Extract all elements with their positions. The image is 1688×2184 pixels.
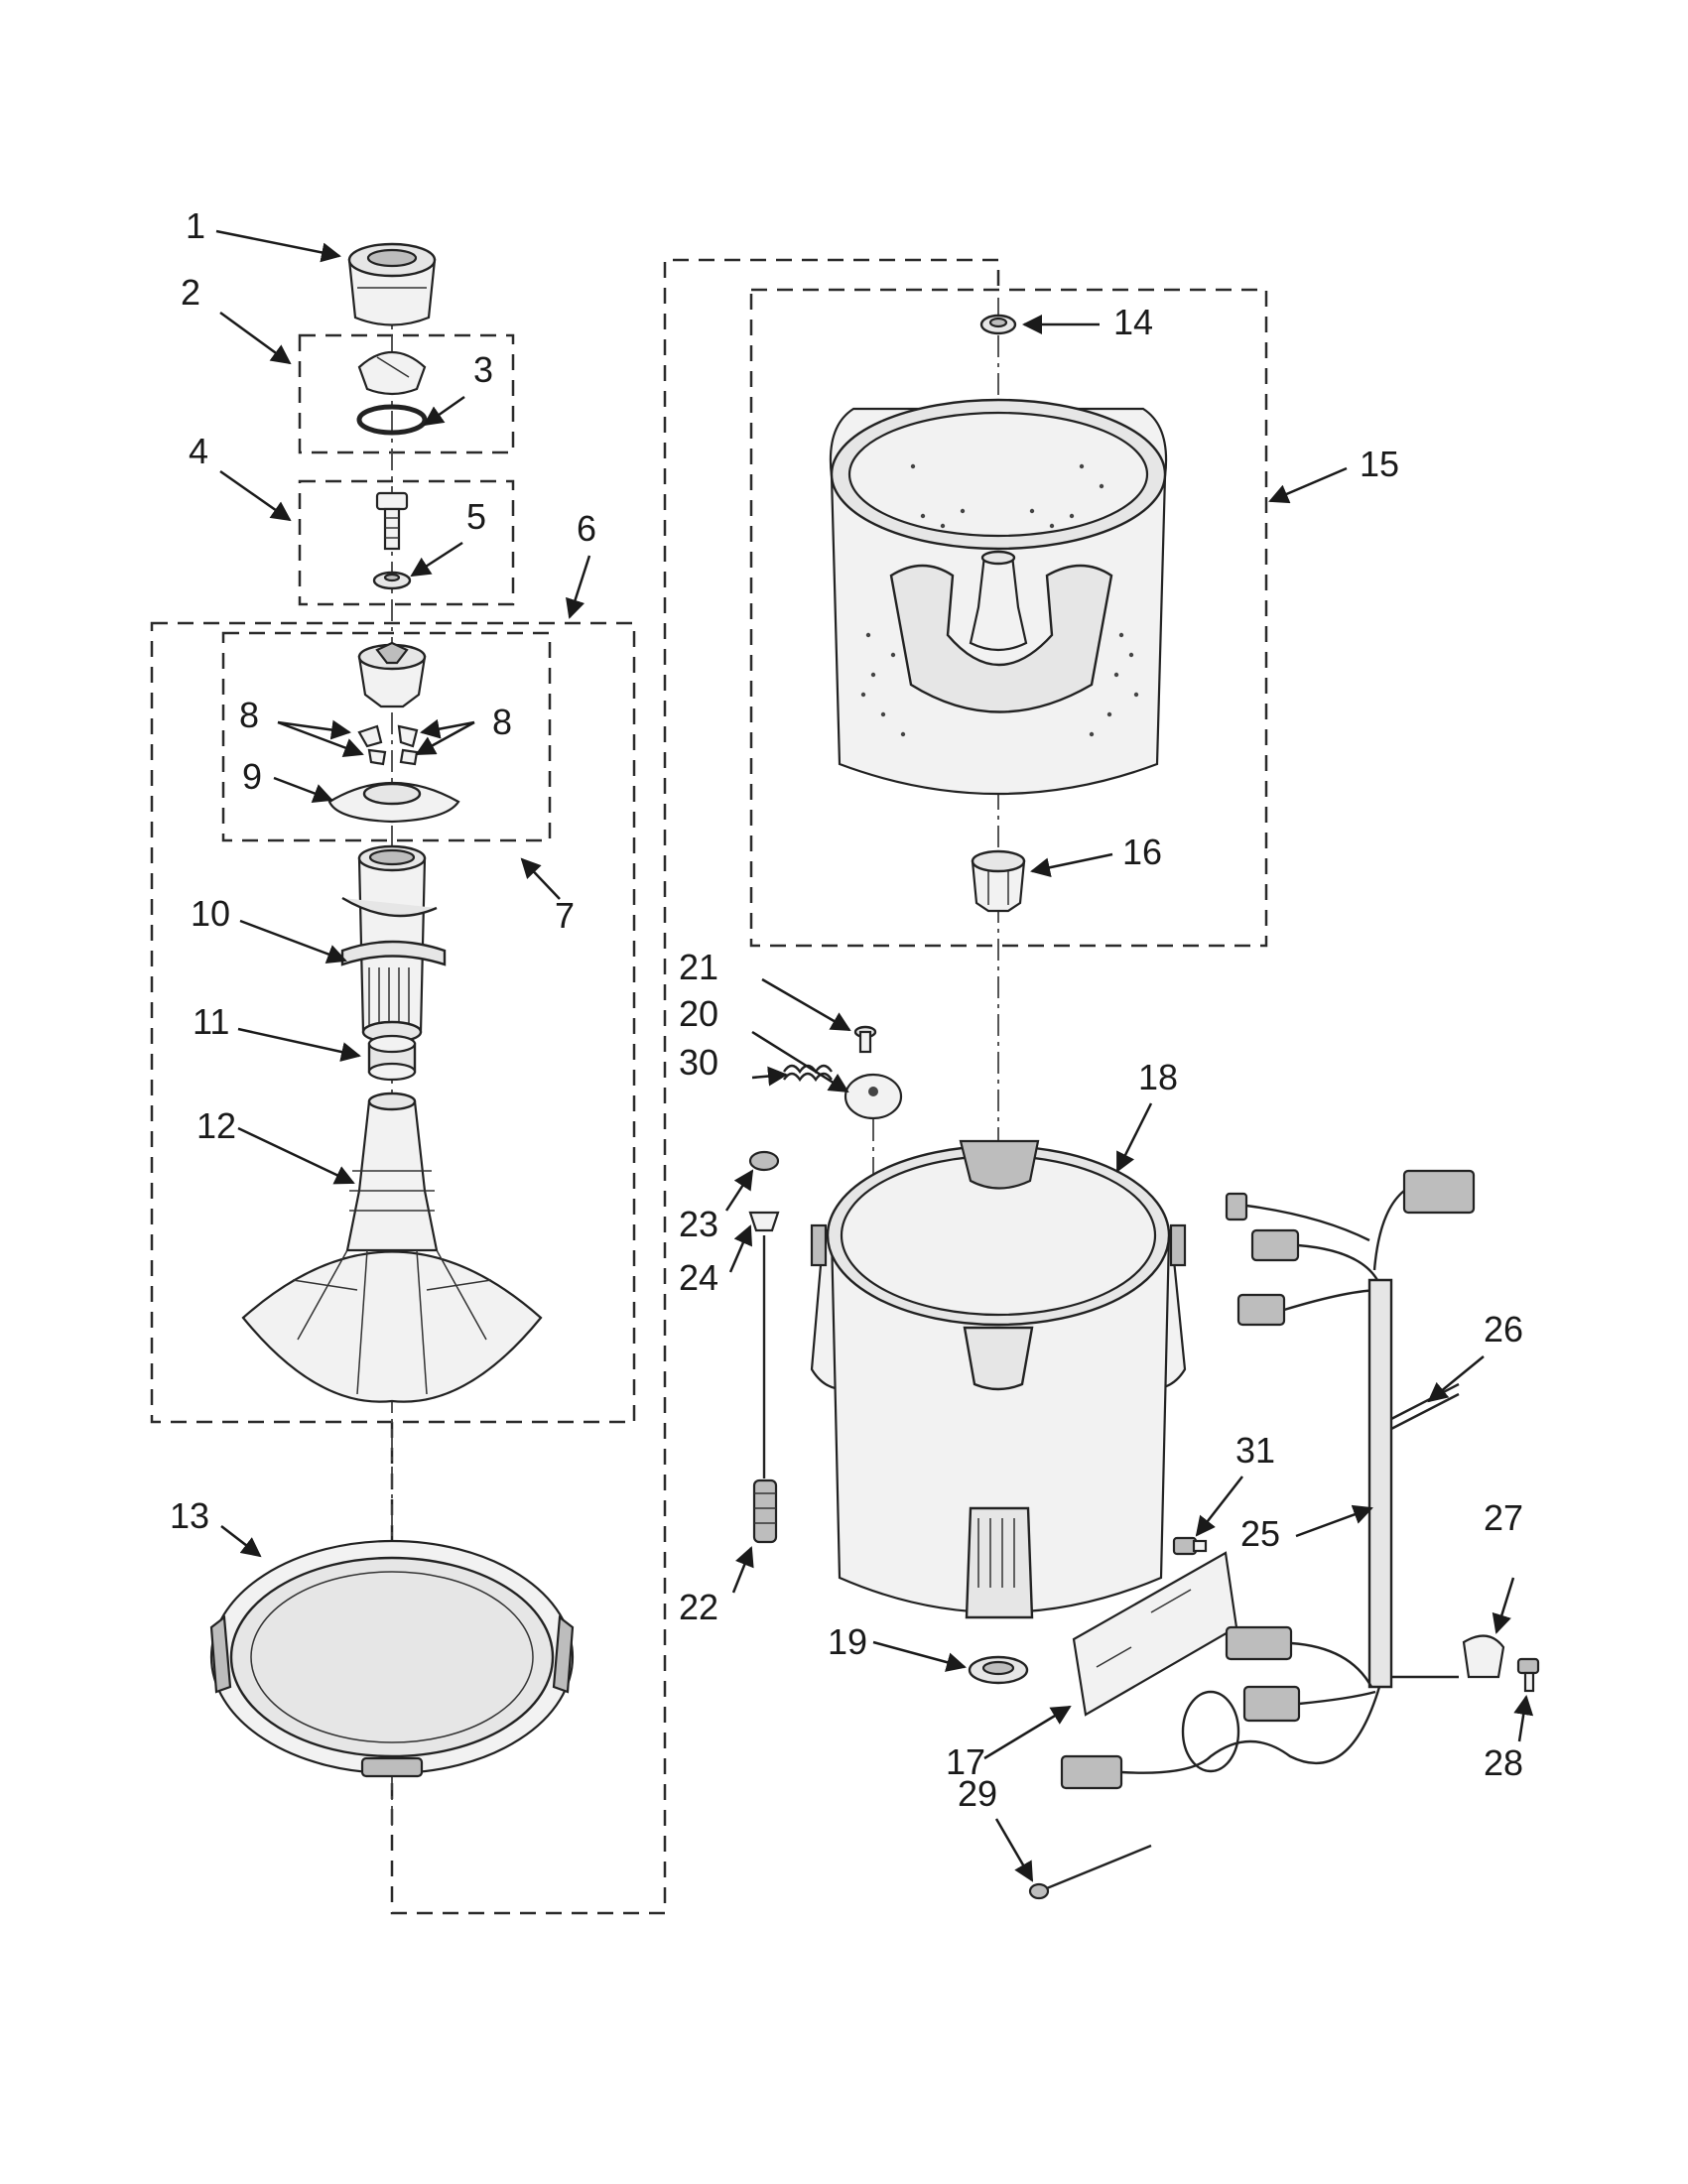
group-box-7 — [221, 631, 552, 842]
part-21-screw — [853, 1025, 877, 1054]
part-12-agitator-base — [241, 1092, 543, 1403]
part-27-clamp — [1391, 1634, 1505, 1679]
callout-2: 2 — [181, 272, 200, 313]
callout-21: 21 — [679, 947, 718, 987]
part-22-rod — [752, 1235, 778, 1544]
callout-26: 26 — [1484, 1309, 1523, 1349]
callout-9: 9 — [242, 756, 262, 797]
part-24-collar — [748, 1211, 780, 1232]
part-9-cam-plate — [327, 781, 460, 824]
callout-10: 10 — [191, 893, 230, 934]
callout-18: 18 — [1138, 1057, 1178, 1097]
callout-labels: 1 2 3 4 5 6 7 8 8 9 10 11 12 13 14 15 16… — [170, 205, 1523, 1814]
callout-24: 24 — [679, 1257, 718, 1298]
callout-19: 19 — [828, 1621, 867, 1662]
callout-12: 12 — [196, 1105, 236, 1146]
callout-5: 5 — [466, 496, 486, 537]
callout-23: 23 — [679, 1204, 718, 1244]
group-box-4 — [298, 479, 515, 606]
part-18-outer-tub — [810, 1139, 1187, 1619]
part-1-dispenser-cup — [347, 242, 437, 326]
group-box-15 — [749, 288, 1268, 948]
callout-16: 16 — [1122, 832, 1162, 872]
callout-20: 20 — [679, 993, 718, 1034]
callout-7: 7 — [555, 895, 575, 936]
callout-29: 29 — [958, 1773, 997, 1814]
part-10-agitator-barrel — [340, 844, 447, 1044]
callout-6: 6 — [577, 508, 596, 549]
part-8-dogs — [357, 724, 419, 766]
part-19-seal — [968, 1655, 1029, 1685]
callout-31: 31 — [1235, 1430, 1275, 1471]
part-29-wire-tie — [1028, 1844, 1152, 1900]
part-16-hub — [971, 849, 1026, 913]
part-11-bearing — [367, 1034, 417, 1082]
callout-11: 11 — [193, 1001, 229, 1042]
part-4-bolt — [375, 491, 409, 551]
part-26-ground-wire — [1390, 1382, 1460, 1431]
callout-28: 28 — [1484, 1742, 1523, 1783]
part-14-nut — [979, 314, 1017, 335]
callout-27: 27 — [1484, 1497, 1523, 1538]
group-boxes — [150, 258, 1268, 1915]
part-2-cap — [357, 350, 427, 396]
callout-1: 1 — [186, 205, 205, 246]
part-28-screw — [1516, 1657, 1540, 1693]
callout-13: 13 — [170, 1495, 209, 1536]
callout-3: 3 — [473, 349, 493, 390]
group-box-2 — [298, 333, 515, 454]
callout-15: 15 — [1360, 444, 1399, 484]
part-25-wire-harness — [1060, 1169, 1476, 1790]
leader-arrows — [215, 229, 1534, 1882]
part-23-nut — [748, 1150, 780, 1172]
callout-30: 30 — [679, 1042, 718, 1083]
callout-14: 14 — [1113, 302, 1153, 342]
part-5-washer — [372, 571, 412, 590]
callout-8a: 8 — [239, 695, 259, 735]
part-20-plate — [844, 1073, 903, 1120]
callout-25: 25 — [1240, 1513, 1280, 1554]
callout-17: 17 — [946, 1741, 985, 1782]
callout-22: 22 — [679, 1587, 718, 1627]
callout-4: 4 — [189, 431, 208, 471]
part-15-basket — [829, 398, 1168, 796]
part-drive-cam — [357, 641, 427, 708]
part-31-fitting — [1172, 1536, 1208, 1556]
part-13-balance-ring — [209, 1539, 575, 1778]
callout-8b: 8 — [492, 702, 512, 742]
